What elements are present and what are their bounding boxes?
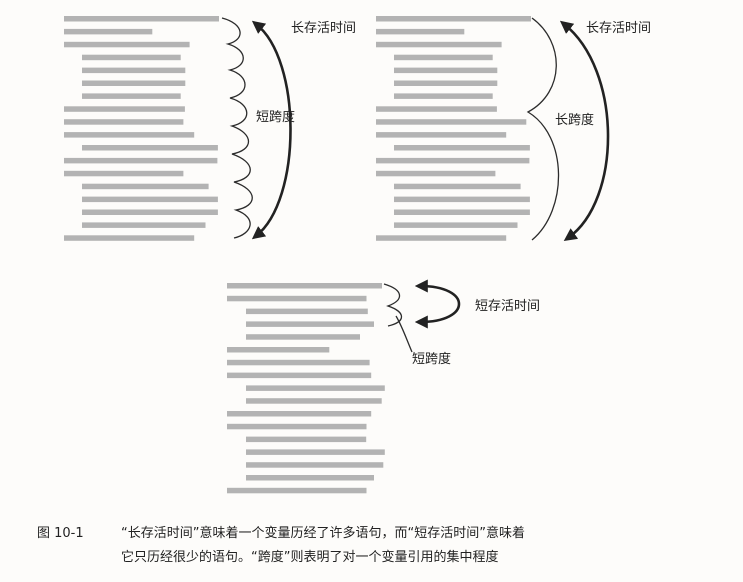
span-pointer-line [395, 315, 413, 353]
code-line-bar [227, 411, 372, 417]
code-line-bar [394, 183, 521, 190]
caption-text-1: “长存活时间”意味着一个变量历经了许多语句，而“短存活时间”意味着 [121, 526, 525, 541]
code-line-bar [246, 385, 385, 391]
code-line-bar [376, 106, 497, 112]
code-line-bar [246, 475, 374, 481]
code-line-bar [227, 283, 382, 289]
code-line-bar [376, 119, 527, 125]
span-label: 短跨度 [412, 351, 451, 367]
diagram-long-live-short-span: 长存活时间 短跨度 [64, 16, 356, 241]
code-line-bar [394, 209, 530, 215]
code-line-bar [64, 41, 190, 48]
diagram-long-live-long-span: 长存活时间 长跨度 [376, 16, 651, 241]
code-line-bar [376, 170, 496, 177]
code-lines-1 [64, 16, 219, 241]
code-line-bar [64, 235, 195, 241]
code-line-bar [64, 157, 218, 164]
code-line-bar [227, 295, 367, 302]
code-lines-2 [376, 16, 531, 241]
diagram-short-live-short-span: 短存活时间 短跨度 [227, 279, 540, 494]
caption-line-1: 图 10-1 “长存活时间”意味着一个变量历经了许多语句，而“短存活时间”意味着 [37, 522, 737, 546]
code-line-bar [82, 183, 209, 190]
caption-line-2: 它只历经很少的语句。“跨度”则表明了对一个变量引用的集中程度 [121, 550, 499, 565]
span-label: 短跨度 [256, 109, 295, 125]
code-line-bar [376, 132, 507, 138]
code-line-bar [246, 449, 385, 455]
live-time-label: 长存活时间 [586, 21, 651, 36]
live-time-arrow [559, 20, 610, 241]
live-time-arrow [251, 20, 292, 240]
code-line-bar [64, 119, 184, 125]
code-line-bar [394, 54, 493, 61]
code-line-bar [394, 222, 518, 228]
live-time-label: 长存活时间 [291, 21, 356, 36]
code-line-bar [82, 54, 181, 61]
code-line-bar [246, 436, 367, 443]
code-line-bar [376, 235, 507, 241]
code-line-bar [376, 16, 531, 22]
live-time-arrow [414, 279, 461, 329]
code-line-bar [227, 372, 372, 379]
code-line-bar [376, 28, 465, 35]
code-line-bar [64, 106, 185, 112]
code-line-bar [82, 80, 186, 86]
code-line-bar [246, 308, 368, 315]
figure-number: 图 10-1 [37, 526, 84, 541]
code-line-bar [82, 145, 218, 151]
span-label: 长跨度 [555, 112, 594, 128]
code-line-bar [394, 67, 498, 74]
code-line-bar [394, 80, 498, 86]
short-span-braces [383, 283, 403, 327]
code-line-bar [64, 28, 153, 35]
code-line-bar [64, 132, 195, 138]
code-line-bar [227, 347, 330, 353]
short-span-braces [221, 17, 253, 239]
code-line-bar [246, 321, 374, 327]
code-line-bar [376, 157, 530, 164]
code-line-bar [246, 462, 384, 468]
code-line-bar [246, 398, 382, 404]
code-line-bar [82, 196, 218, 203]
code-line-bar [394, 196, 530, 203]
live-time-label: 短存活时间 [475, 299, 540, 314]
code-line-bar [82, 67, 186, 74]
code-line-bar [64, 170, 184, 177]
code-line-bar [82, 209, 218, 215]
code-line-bar [376, 41, 502, 48]
code-line-bar [394, 93, 493, 99]
code-lines-3 [227, 283, 385, 494]
code-line-bar [394, 145, 530, 151]
code-line-bar [227, 487, 367, 494]
code-line-bar [64, 16, 219, 22]
code-line-bar [82, 93, 181, 99]
code-line-bar [227, 423, 367, 430]
code-line-bar [227, 359, 370, 366]
figure-caption: 图 10-1“长存活时间”意味着一个变量历经了许多语句，而“短存活时间”意味着 … [37, 522, 737, 570]
code-line-bar [82, 222, 206, 228]
code-line-bar [246, 334, 360, 340]
long-span-brace [526, 17, 560, 241]
